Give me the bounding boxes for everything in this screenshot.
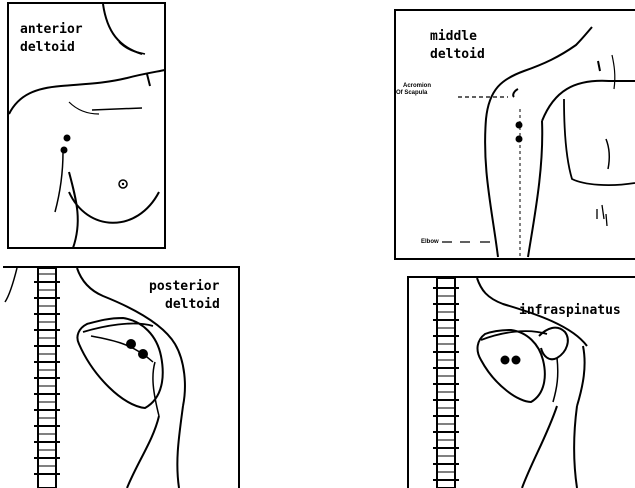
infraspinatus-motor-point-2: [512, 356, 521, 365]
spine-icon: [34, 268, 60, 488]
infraspinatus-motor-point-1: [501, 356, 510, 365]
middle-motor-point-2: [516, 136, 523, 143]
elbow-label: Elbow: [421, 239, 439, 246]
acromion-label-line1: Acromion: [403, 83, 431, 90]
anterior-deltoid-label-line2: deltoid: [20, 39, 75, 56]
spine-icon: [433, 278, 459, 488]
infraspinatus-label: infraspinatus: [519, 302, 621, 319]
acromion-label-line2: Of Scapula: [396, 90, 427, 97]
middle-deltoid-label-line1: middle: [430, 28, 477, 45]
anterior-motor-point-2: [61, 147, 68, 154]
middle-deltoid-label-line2: deltoid: [430, 46, 485, 63]
middle-deltoid-panel: middle deltoid Acromion Of Scapula Elbow: [394, 9, 635, 260]
posterior-motor-point-1: [126, 339, 136, 349]
posterior-deltoid-label-line1: posterior: [149, 278, 219, 295]
posterior-deltoid-panel: posterior deltoid: [3, 266, 240, 488]
anterior-deltoid-panel: anterior deltoid: [7, 2, 166, 249]
posterior-deltoid-label-line2: deltoid: [165, 296, 220, 313]
anterior-motor-point-1: [64, 135, 71, 142]
anterior-deltoid-label-line1: anterior: [20, 21, 83, 38]
middle-motor-point-1: [516, 122, 523, 129]
infraspinatus-panel: infraspinatus: [407, 276, 635, 488]
posterior-motor-point-2: [138, 349, 148, 359]
